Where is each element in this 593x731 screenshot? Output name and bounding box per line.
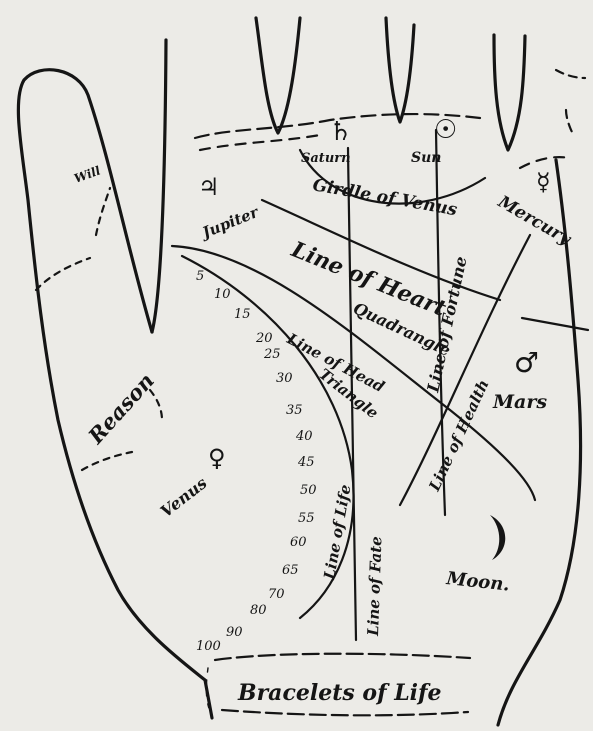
jupiter-symbol: ♃ xyxy=(198,173,220,201)
age-marker: 90 xyxy=(226,625,243,640)
age-marker: 65 xyxy=(282,563,299,578)
age-marker: 55 xyxy=(298,511,315,526)
mercury-symbol: ☿ xyxy=(536,168,551,196)
label-venus: Venus xyxy=(157,473,211,521)
age-marker: 40 xyxy=(295,429,313,444)
venus-symbol: ♀ xyxy=(208,444,226,472)
age-marker: 5 xyxy=(196,269,204,284)
label-jupiter: Jupiter xyxy=(197,203,262,243)
sun-symbol: ☉ xyxy=(434,115,457,145)
label-moon: Moon. xyxy=(444,568,510,596)
label-line-of-fate: Line of Fate xyxy=(364,536,386,637)
age-marker: 25 xyxy=(263,347,281,362)
hand-outline xyxy=(18,18,585,725)
label-sun: Sun xyxy=(411,150,441,166)
age-marker: 30 xyxy=(276,371,293,386)
age-marker: 35 xyxy=(286,403,303,418)
age-marker: 15 xyxy=(234,307,251,322)
age-marker: 10 xyxy=(214,287,231,302)
label-bracelets-of-life: Bracelets of Life xyxy=(237,680,441,706)
age-marker: 60 xyxy=(290,535,307,550)
age-marker: 50 xyxy=(300,483,317,498)
mars-line xyxy=(522,318,588,330)
label-saturn: Saturn xyxy=(301,151,351,166)
label-mars: Mars xyxy=(492,391,547,413)
age-marker: 70 xyxy=(268,587,285,602)
age-marker: 45 xyxy=(297,455,315,470)
age-marker: 80 xyxy=(250,603,267,618)
age-marker: 20 xyxy=(255,331,273,346)
label-will: Will xyxy=(72,163,103,186)
labels: Will ♃ Jupiter ♄ Saturn ☉ Sun Girdle of … xyxy=(72,115,575,706)
age-marker: 100 xyxy=(196,639,221,654)
mars-symbol: ♂ xyxy=(514,346,539,379)
moon-crescent xyxy=(490,515,505,560)
saturn-symbol: ♄ xyxy=(329,117,352,147)
label-reason: Reason xyxy=(82,368,158,449)
